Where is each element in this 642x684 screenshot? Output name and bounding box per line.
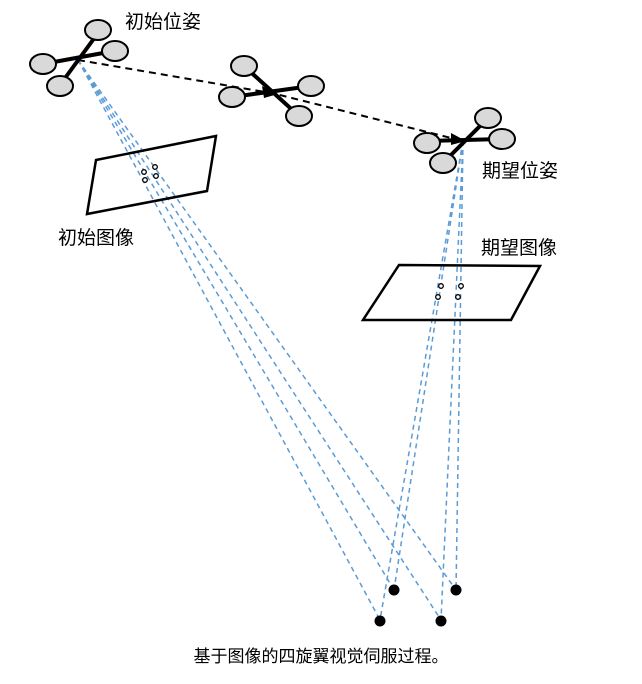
initial-image-plane (85, 134, 218, 216)
initial-projection-rays (77, 59, 457, 621)
desired-pose-label: 期望位姿 (482, 160, 558, 182)
trajectory-path (77, 59, 456, 140)
desired-image-label: 期望图像 (481, 237, 557, 259)
figure-caption: 基于图像的四旋翼视觉伺服过程。 (194, 647, 449, 667)
initial-image-label: 初始图像 (58, 227, 134, 249)
drone-initial (29, 19, 129, 97)
initial-image-feature-points (141, 164, 159, 183)
desired-image-plane (360, 263, 543, 322)
desired-image-feature-points (435, 283, 464, 300)
world-feature-points (374, 584, 462, 627)
initial-pose-label: 初始位姿 (125, 11, 201, 33)
desired-projection-rays (379, 140, 464, 621)
drone-desired (413, 107, 516, 174)
drone-intermediate (218, 55, 325, 127)
